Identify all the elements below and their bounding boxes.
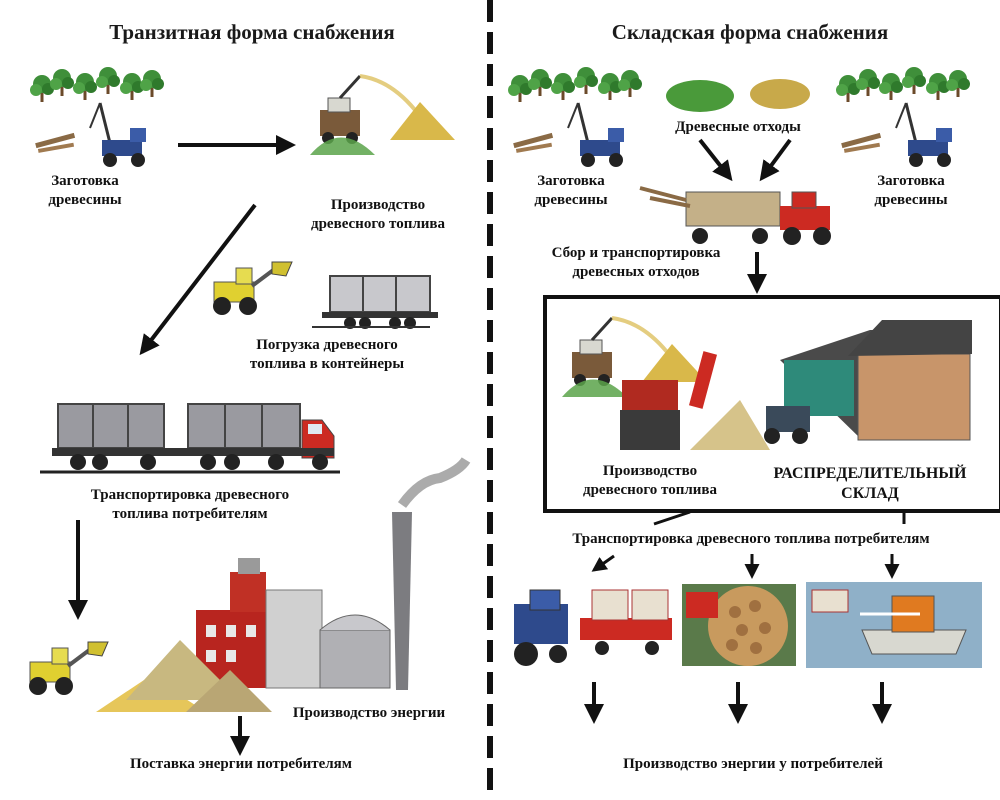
- wood-waste-illustration: [666, 79, 810, 112]
- left-energy-delivery-label: Поставка энергии потребителям: [129, 756, 353, 772]
- right-harvest-left-illustration: [508, 67, 642, 167]
- left-title: Транзитная форма снабжения: [109, 20, 395, 44]
- arrow-to-tractor: [591, 554, 615, 572]
- left-container-illustration: [321, 275, 439, 330]
- right-production-illustration: [560, 316, 770, 450]
- left-loader-plant-illustration: [27, 640, 110, 697]
- left-production-illustration: [308, 74, 457, 157]
- left-production-label: Производство древесного топлива: [311, 197, 445, 232]
- wood-waste-label: Древесные отходы: [675, 119, 801, 135]
- right-harvest-right-label: Заготовка древесины: [874, 173, 948, 208]
- tractor-trailer-illustration: [514, 589, 672, 666]
- collection-tractor-illustration: [639, 186, 831, 245]
- right-transport-label: Транспортировка древесного топлива потре…: [572, 531, 930, 547]
- right-title: Складская форма снабжения: [611, 20, 889, 44]
- arrow-waste-left: [698, 138, 733, 182]
- left-harvest-label: Заготовка древесины: [48, 173, 122, 208]
- woodpile-illustration: [682, 584, 796, 666]
- left-loading-label: Погрузка древесного топлива в контейнеры: [249, 337, 405, 372]
- left-truck-illustration: [40, 403, 340, 474]
- chip-piles-illustration: [96, 640, 272, 712]
- arrow-production-to-transport: [139, 203, 257, 356]
- power-plant-illustration: [196, 457, 471, 690]
- left-transport-label: Транспортировка древесного топлива потре…: [90, 487, 290, 522]
- left-energy-production-label: Производство энергии: [292, 705, 446, 721]
- right-harvest-right-illustration: [836, 67, 970, 167]
- right-energy-label: Производство энергии у потребителей: [623, 756, 883, 772]
- warehouse-label: РАСПРЕДЕЛИТЕЛЬНЫЙ СКЛАД: [773, 465, 967, 502]
- right-production-label: Производство древесного топлива: [583, 463, 717, 498]
- warehouse-frame: [543, 295, 1000, 513]
- collection-label: Сбор и транспортировка древесных отходов: [551, 245, 721, 280]
- arrow-waste-right: [759, 138, 792, 182]
- right-harvest-left-label: Заготовка древесины: [534, 173, 608, 208]
- boat-illustration: [806, 582, 982, 668]
- left-loader-illustration: [211, 260, 294, 317]
- left-harvest-illustration: [30, 67, 164, 167]
- warehouse-illustration: [764, 320, 972, 444]
